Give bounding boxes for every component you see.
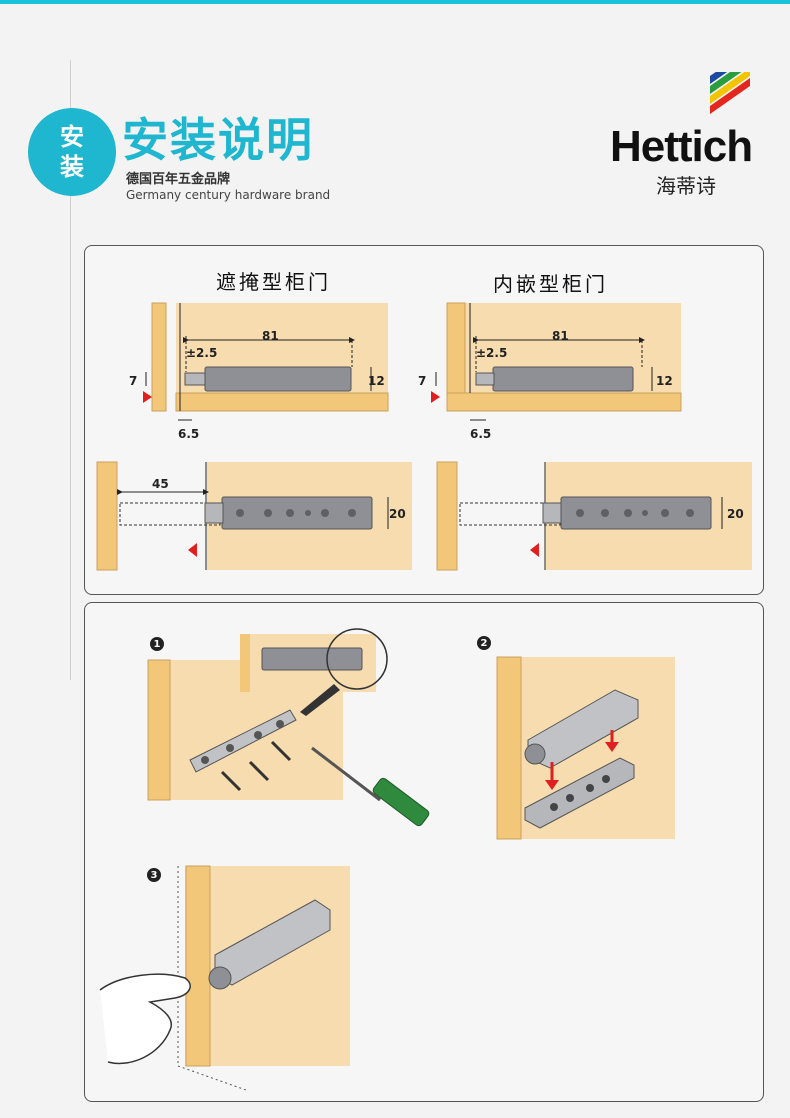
subtitle-english: Germany century hardware brand <box>126 188 331 202</box>
overlay-door-label: 遮掩型柜门 <box>216 270 331 294</box>
badge-char-2: 装 <box>60 153 84 181</box>
top-accent-bar <box>0 0 790 4</box>
dim-gap: ±2.5 <box>186 346 217 360</box>
overlay-top-view: 45 20 <box>96 461 412 571</box>
dim-height: 12 <box>368 374 385 388</box>
dim-offset-inset: 7 <box>418 374 426 388</box>
step-1-marker: 1 <box>150 637 164 651</box>
dim-travel: 45 <box>152 477 169 491</box>
install-badge: 安 装 <box>28 108 116 196</box>
brand-name: Hettich <box>610 122 753 171</box>
dim-gap-inset: ±2.5 <box>476 346 507 360</box>
brand-name-chinese: 海蒂诗 <box>656 174 716 198</box>
inset-top-view: 20 <box>436 461 752 571</box>
page-title: 安装说明 <box>122 113 314 167</box>
dim-length: 81 <box>262 329 279 343</box>
decorative-vertical-line <box>70 60 71 680</box>
inset-door-label: 内嵌型柜门 <box>493 272 608 296</box>
step-3-marker: 3 <box>147 868 161 882</box>
dim-depth-inset: 20 <box>727 507 744 521</box>
badge-char-1: 安 <box>60 123 84 151</box>
step-2-marker: 2 <box>477 636 491 650</box>
dim-setback-inset: 6.5 <box>470 427 491 441</box>
dim-height-inset: 12 <box>656 374 673 388</box>
step-1-illustration <box>147 628 430 827</box>
dim-length-inset: 81 <box>552 329 569 343</box>
dim-setback: 6.5 <box>178 427 199 441</box>
overlay-side-view: 81 ±2.5 7 12 6.5 <box>129 302 389 441</box>
subtitle-chinese: 德国百年五金品牌 <box>126 172 231 187</box>
step-2-illustration <box>496 656 675 840</box>
step-3-illustration <box>99 865 350 1091</box>
inset-side-view: 81 ±2.5 7 12 6.5 <box>418 302 682 441</box>
logo-stripes-icon <box>710 72 750 114</box>
dim-depth: 20 <box>389 507 406 521</box>
hettich-logo: Hettich 海蒂诗 <box>610 72 770 202</box>
dim-offset: 7 <box>129 374 137 388</box>
